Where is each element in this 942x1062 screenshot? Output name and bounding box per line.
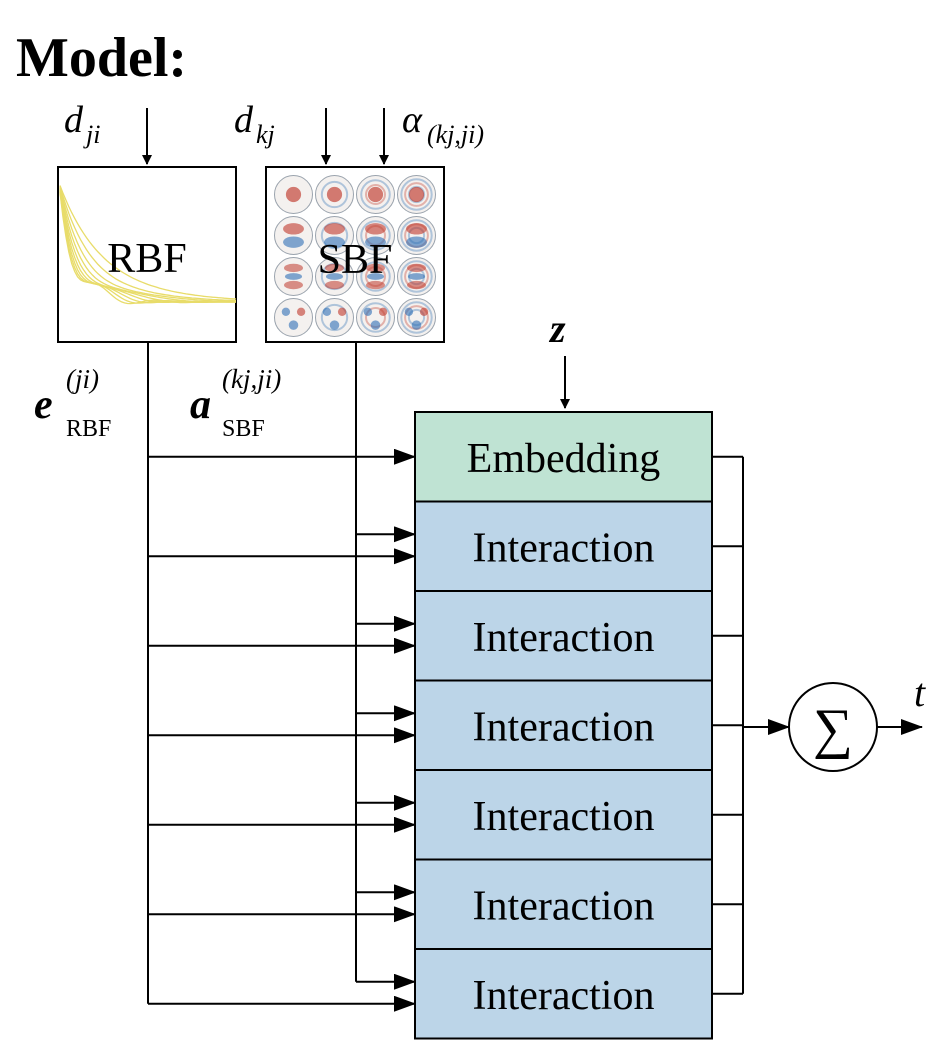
sbf-basis-cell [315,216,354,255]
sum-node: ∑ [788,682,878,772]
sbf-basis-cell [315,175,354,214]
embedding-block: Embedding [414,411,713,503]
sbf-basis-cell [315,257,354,296]
interaction-block: Interaction [414,769,713,861]
svg-text:RBF: RBF [66,416,111,442]
interaction-block: Interaction [414,858,713,950]
sbf-basis-cell [356,175,395,214]
sbf-basis-cell [274,257,313,296]
input-d-ji-label: d ji [64,99,100,149]
sbf-basis-cell [356,216,395,255]
rbf-curve [59,185,236,300]
sbf-basis-cell [315,298,354,337]
block-label: Interaction [473,973,655,1019]
block-label: Interaction [473,794,655,840]
rbf-curves [59,185,236,305]
interaction-block: Interaction [414,500,713,592]
interaction-block: Interaction [414,948,713,1040]
sum-symbol: ∑ [813,698,853,760]
sbf-basis-cell [274,216,313,255]
rbf-box: RBF [57,166,237,343]
svg-text:a: a [190,382,211,428]
block-stack: EmbeddingInteractionInteractionInteracti… [414,411,713,1040]
svg-text:d: d [234,99,254,141]
sbf-basis-cell [274,175,313,214]
output-t-label: t [914,670,926,715]
svg-text:e: e [34,382,53,428]
svg-text:kj: kj [256,120,275,149]
sbf-basis-cell [356,298,395,337]
rbf-label: RBF [107,236,186,282]
input-d-kj-label: d kj [234,99,275,149]
svg-text:(kj,ji): (kj,ji) [427,120,484,149]
sbf-basis-cell [397,175,436,214]
svg-text:(ji): (ji) [66,364,99,394]
connection-wires [147,342,416,1012]
sbf-box: SBF [265,166,445,343]
sbf-output-label: a (kj,ji) SBF [190,364,281,442]
input-z-label: z [548,306,566,351]
sbf-basis-cell [356,257,395,296]
svg-text:(kj,ji): (kj,ji) [222,364,281,394]
block-label: Interaction [473,525,655,571]
rbf-curve [59,187,236,303]
output-wires [712,455,790,995]
svg-text:d: d [64,99,84,141]
svg-text:SBF: SBF [222,416,265,442]
sbf-basis-cell [397,216,436,255]
diagram-title: Model: [16,27,187,89]
interaction-block: Interaction [414,679,713,771]
sbf-basis-cell [274,298,313,337]
rbf-curve [59,186,236,302]
sbf-label: SBF [318,237,393,283]
block-label: Interaction [473,615,655,661]
sbf-basis-grid [274,175,436,337]
svg-text:ji: ji [83,120,100,149]
block-label: Embedding [467,436,661,482]
sbf-basis-cell [397,298,436,337]
block-label: Interaction [473,883,655,929]
svg-text:α: α [402,99,423,141]
rbf-output-label: e (ji) RBF [34,364,111,442]
interaction-block: Interaction [414,590,713,682]
block-label: Interaction [473,704,655,750]
rbf-curve [59,192,236,305]
input-alpha-label: α (kj,ji) [402,99,484,149]
sbf-basis-cell [397,257,436,296]
